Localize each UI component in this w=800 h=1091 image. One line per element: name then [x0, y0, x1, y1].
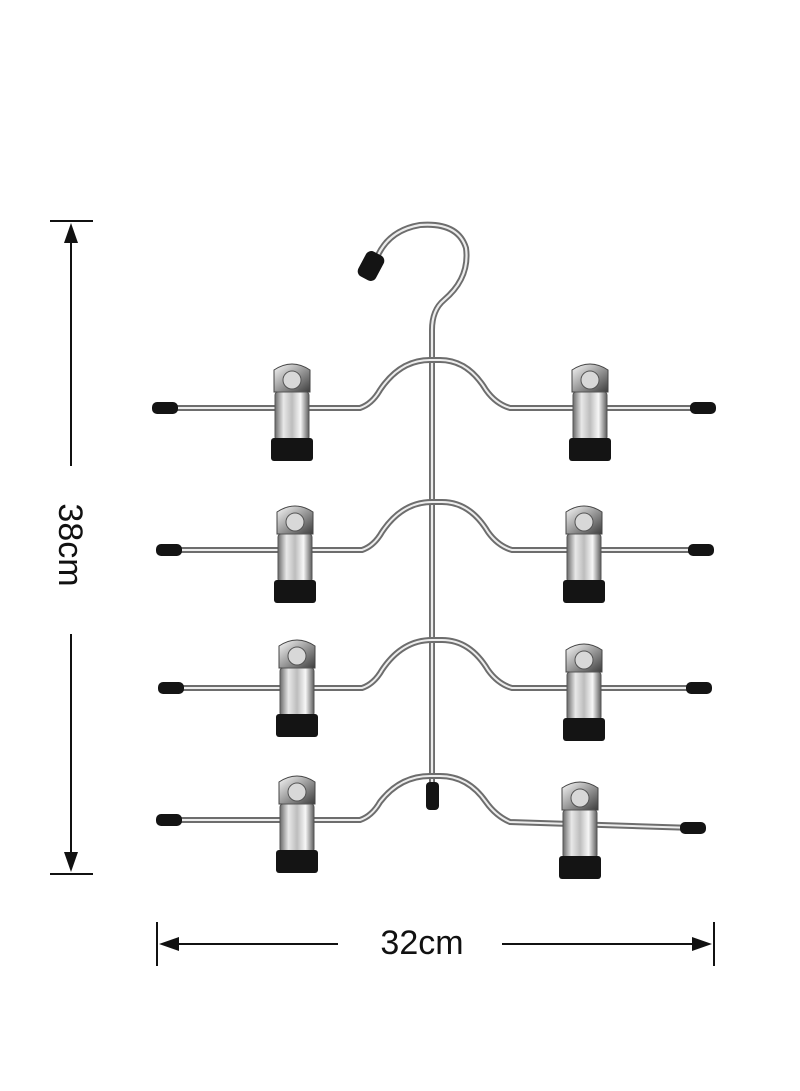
bar-end-cap-right — [688, 544, 714, 556]
clip-left — [276, 775, 318, 873]
width-dimension-arrow — [156, 922, 715, 966]
bar-end-cap-right — [686, 682, 712, 694]
height-arrowhead-up — [64, 223, 78, 243]
height-arrowhead-down — [64, 852, 78, 872]
clip-right — [563, 505, 605, 603]
hanger-tier-4 — [156, 773, 706, 879]
hanger-tier-1 — [152, 357, 716, 461]
clip-left — [276, 639, 318, 737]
bar-end-cap-right — [680, 822, 706, 834]
height-dimension-label: 38cm — [51, 503, 89, 587]
hanger-tier-2 — [156, 499, 714, 603]
bar-end-cap-right — [690, 402, 716, 414]
width-dimension-label: 32cm — [380, 924, 464, 962]
bar-end-cap-left — [152, 402, 178, 414]
width-arrowhead-right — [692, 937, 712, 951]
clip-left — [271, 363, 313, 461]
clip-left — [274, 505, 316, 603]
bar-end-cap-left — [158, 682, 184, 694]
clip-right — [559, 781, 601, 879]
bar-end-cap-left — [156, 814, 182, 826]
rod-rubber-cap — [426, 782, 439, 810]
height-dimension-arrow — [50, 220, 93, 875]
hanger-tier-3 — [158, 637, 712, 741]
clip-right — [563, 643, 605, 741]
bar-end-cap-left — [156, 544, 182, 556]
width-arrowhead-left — [159, 937, 179, 951]
clip-right — [569, 363, 611, 461]
hook-rubber-tip — [357, 251, 385, 281]
hanger-hook — [357, 221, 470, 810]
